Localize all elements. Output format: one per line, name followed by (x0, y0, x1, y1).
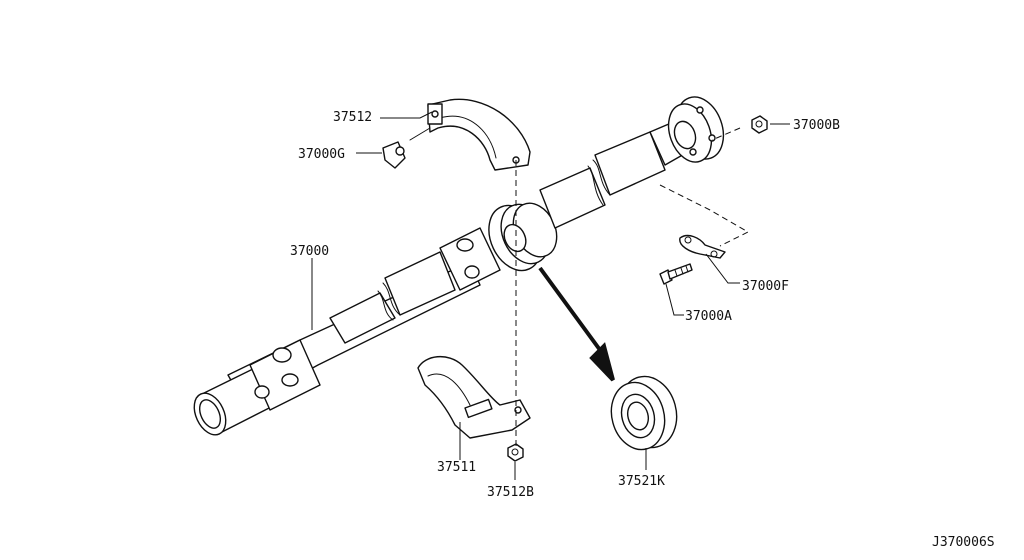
label-37000F[interactable]: 37000F (742, 279, 789, 294)
propeller-shaft-front[interactable] (188, 227, 501, 440)
label-37000A[interactable]: 37000A (685, 309, 732, 324)
label-37000B[interactable]: 37000B (793, 118, 840, 133)
center-bearing[interactable] (604, 370, 684, 456)
label-37511[interactable]: 37511 (437, 460, 476, 475)
nut-37512B[interactable] (507, 443, 524, 462)
label-37000G[interactable]: 37000G (298, 147, 345, 162)
grommet[interactable] (382, 127, 431, 169)
upper-bracket[interactable] (427, 98, 531, 171)
leader-lines (311, 111, 790, 480)
lower-bracket[interactable] (417, 356, 531, 439)
label-37512[interactable]: 37512 (333, 110, 372, 125)
bolt[interactable] (659, 263, 693, 285)
label-37000[interactable]: 37000 (290, 244, 329, 259)
diagram-code: J370006S (932, 535, 995, 550)
explode-arrow (538, 266, 615, 382)
assembly-line-flange (659, 184, 750, 247)
lock-washer[interactable] (679, 234, 726, 259)
label-37512B[interactable]: 37512B (487, 485, 534, 500)
center-bearing-assembly[interactable] (479, 196, 565, 279)
propeller-shaft-rear[interactable] (539, 90, 732, 229)
assembly-line-nut (711, 127, 741, 141)
nut-37000B[interactable] (751, 115, 768, 134)
label-37521K[interactable]: 37521K (618, 474, 665, 489)
